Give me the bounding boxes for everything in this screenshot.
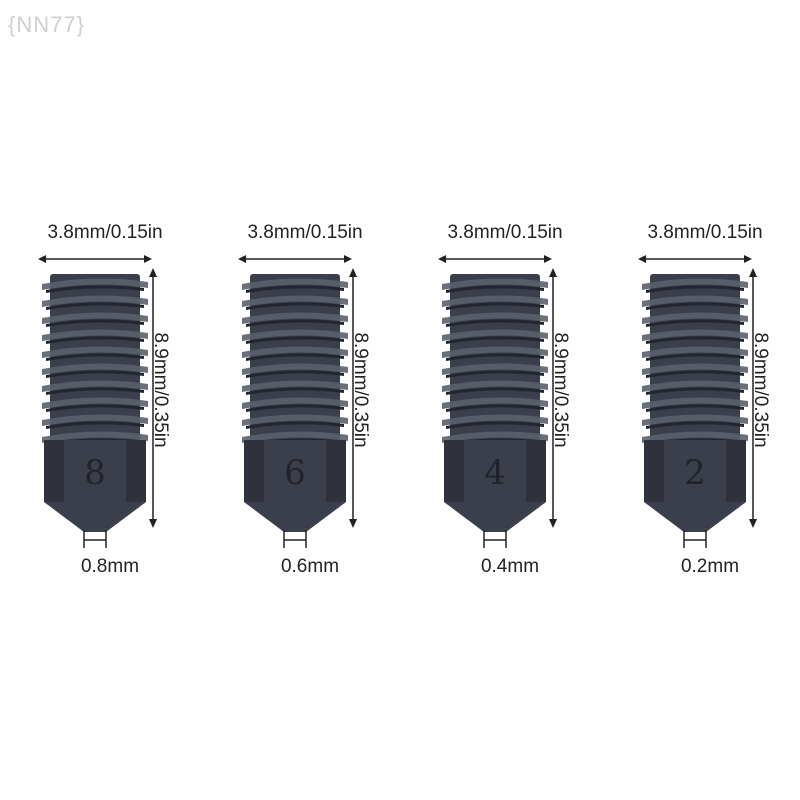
diameter-marker	[683, 530, 707, 548]
nozzle-3: 4 3.8mm/0.15in 8.9mm/0.35in 0.4mm	[420, 0, 620, 800]
size-marking: 6	[284, 453, 306, 493]
nozzle-4: 2 3.8mm/0.15in 8.9mm/0.35in 0.2mm	[620, 0, 800, 800]
height-dimension-arrow	[549, 268, 557, 528]
nozzle-tip	[644, 502, 746, 532]
nozzle-tip	[44, 502, 146, 532]
nozzle-illustration: 6	[238, 255, 357, 548]
width-label: 3.8mm/0.15in	[647, 222, 763, 243]
nozzle-illustration: 2	[638, 255, 757, 548]
width-label: 3.8mm/0.15in	[47, 222, 163, 243]
width-dimension-arrow	[438, 255, 552, 263]
size-marking: 8	[84, 453, 106, 493]
nozzle-illustration: 4	[438, 255, 557, 548]
height-label: 8.9mm/0.35in	[350, 332, 371, 448]
width-dimension-arrow	[638, 255, 752, 263]
width-label: 3.8mm/0.15in	[447, 222, 563, 243]
diameter-marker	[283, 530, 307, 548]
height-dimension-arrow	[749, 268, 757, 528]
height-dimension-arrow	[349, 268, 357, 528]
height-dimension-arrow	[149, 268, 157, 528]
watermark-text: {NN77}	[8, 12, 85, 37]
threaded-shaft	[642, 274, 748, 446]
hex-body	[44, 440, 146, 502]
nozzle-1: 8 3.8mm/0.15in 8.9mm/0.35in 0.8mm	[20, 0, 220, 800]
height-label: 8.9mm/0.35in	[550, 332, 571, 448]
diameter-marker	[83, 530, 107, 548]
size-marking: 4	[484, 453, 506, 493]
threaded-shaft	[42, 274, 148, 446]
size-marking: 2	[684, 453, 706, 493]
height-label: 8.9mm/0.35in	[750, 332, 771, 448]
diameter-label: 0.2mm	[680, 556, 740, 577]
nozzle-tip	[244, 502, 346, 532]
width-dimension-arrow	[238, 255, 352, 263]
threaded-shaft	[242, 274, 348, 446]
height-label: 8.9mm/0.35in	[150, 332, 171, 448]
nozzle-illustration: 8	[38, 255, 157, 548]
diameter-label: 0.8mm	[80, 556, 140, 577]
nozzle-2: 6 3.8mm/0.15in 8.9mm/0.35in 0.6mm	[220, 0, 420, 800]
diameter-label: 0.4mm	[480, 556, 540, 577]
hex-body	[644, 440, 746, 502]
threaded-shaft	[442, 274, 548, 446]
hex-body	[244, 440, 346, 502]
hex-body	[444, 440, 546, 502]
width-dimension-arrow	[38, 255, 152, 263]
diameter-marker	[483, 530, 507, 548]
width-label: 3.8mm/0.15in	[247, 222, 363, 243]
diameter-label: 0.6mm	[280, 556, 340, 577]
nozzle-tip	[444, 502, 546, 532]
